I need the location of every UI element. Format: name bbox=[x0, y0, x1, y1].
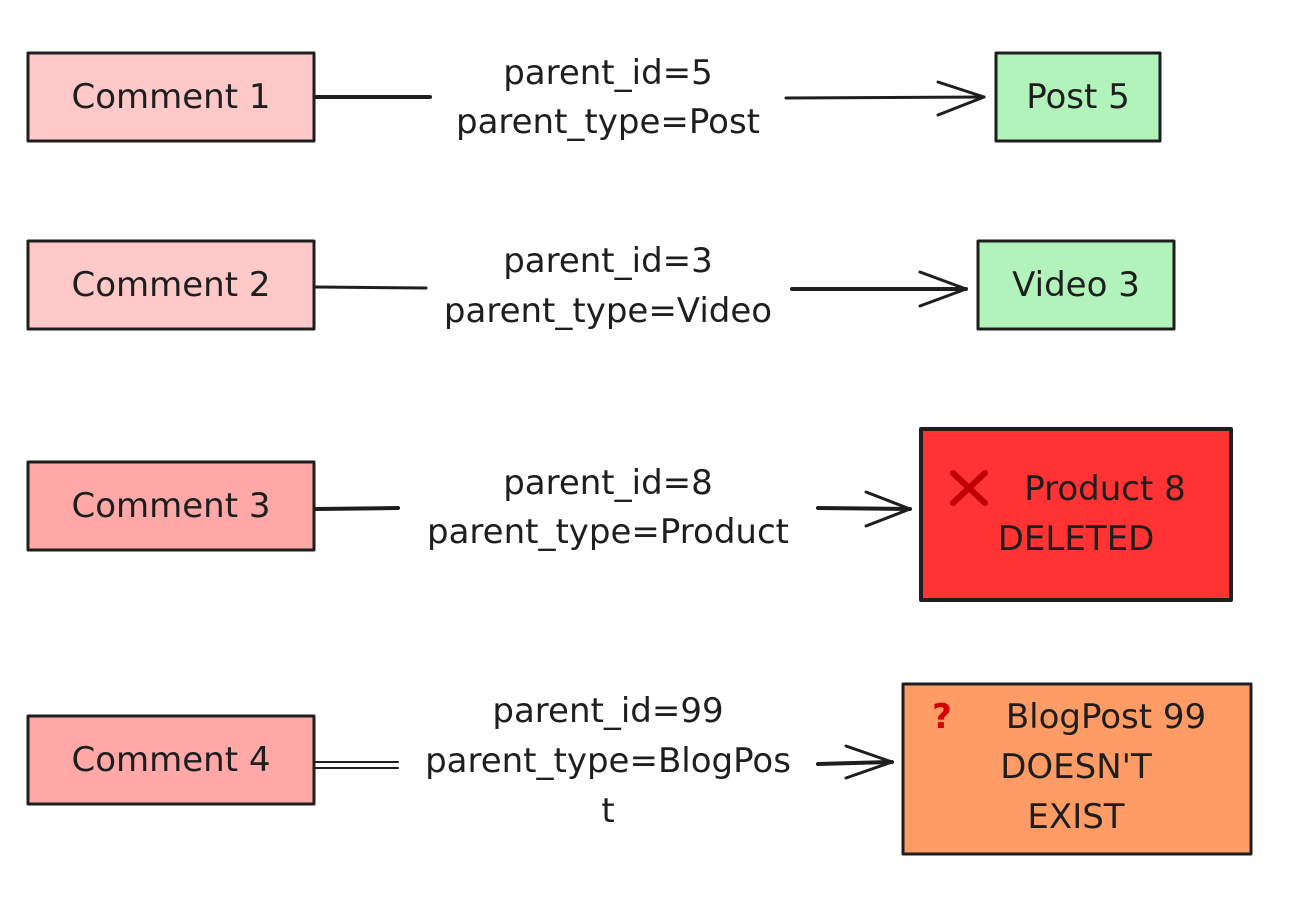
relation-label-line-2: parent_type=Video bbox=[444, 291, 772, 331]
arrow-head bbox=[936, 80, 986, 117]
target-label-line-2: DOESN'T bbox=[1000, 747, 1152, 787]
source-box bbox=[26, 460, 316, 552]
target-label-line-1: Product 8 bbox=[1024, 469, 1186, 509]
target-label-line-1: BlogPost 99 bbox=[1006, 697, 1206, 737]
arrow-shaft bbox=[816, 506, 912, 511]
row-4: Comment 4 parent_id=99 parent_type=BlogP… bbox=[26, 682, 1253, 856]
target-box bbox=[919, 427, 1233, 602]
arrow-head bbox=[844, 744, 894, 780]
relation-label-line-1: parent_id=99 bbox=[492, 691, 723, 731]
source-box bbox=[26, 239, 316, 331]
source-label: Comment 1 bbox=[71, 77, 270, 117]
source-box bbox=[26, 714, 316, 806]
relation-label-line-2: parent_type=BlogPos bbox=[425, 741, 791, 781]
target-box bbox=[976, 239, 1176, 331]
row-1: Comment 1 parent_id=5 parent_type=Post P… bbox=[26, 51, 1162, 143]
question-mark-icon: ? bbox=[932, 697, 952, 737]
target-box bbox=[901, 682, 1253, 856]
connector-line bbox=[314, 285, 428, 290]
arrow-head bbox=[918, 270, 968, 308]
relation-label-line-2: parent_type=Product bbox=[427, 512, 789, 552]
source-label: Comment 4 bbox=[71, 740, 270, 780]
arrow-head bbox=[864, 490, 912, 528]
relation-label-line-3: t bbox=[601, 791, 614, 831]
cross-mark-icon bbox=[950, 470, 988, 506]
relation-label-line-1: parent_id=5 bbox=[503, 53, 713, 93]
target-label-line-2: DELETED bbox=[998, 519, 1155, 559]
relation-label-line-1: parent_id=3 bbox=[503, 241, 713, 281]
target-box bbox=[994, 51, 1162, 143]
arrow-shaft bbox=[816, 760, 894, 766]
relation-label-line-2: parent_type=Post bbox=[456, 102, 760, 142]
target-label: Post 5 bbox=[1026, 77, 1130, 117]
source-box bbox=[26, 51, 316, 143]
relation-label-line-1: parent_id=8 bbox=[503, 463, 713, 503]
row-2: Comment 2 parent_id=3 parent_type=Video … bbox=[26, 239, 1176, 331]
source-label: Comment 3 bbox=[71, 486, 270, 526]
source-label: Comment 2 bbox=[71, 265, 270, 305]
target-label-line-3: EXIST bbox=[1027, 797, 1124, 837]
row-3: Comment 3 parent_id=8 parent_type=Produc… bbox=[26, 427, 1233, 602]
connector-line bbox=[314, 506, 400, 511]
arrow-shaft bbox=[784, 95, 986, 100]
target-label: Video 3 bbox=[1012, 265, 1140, 305]
